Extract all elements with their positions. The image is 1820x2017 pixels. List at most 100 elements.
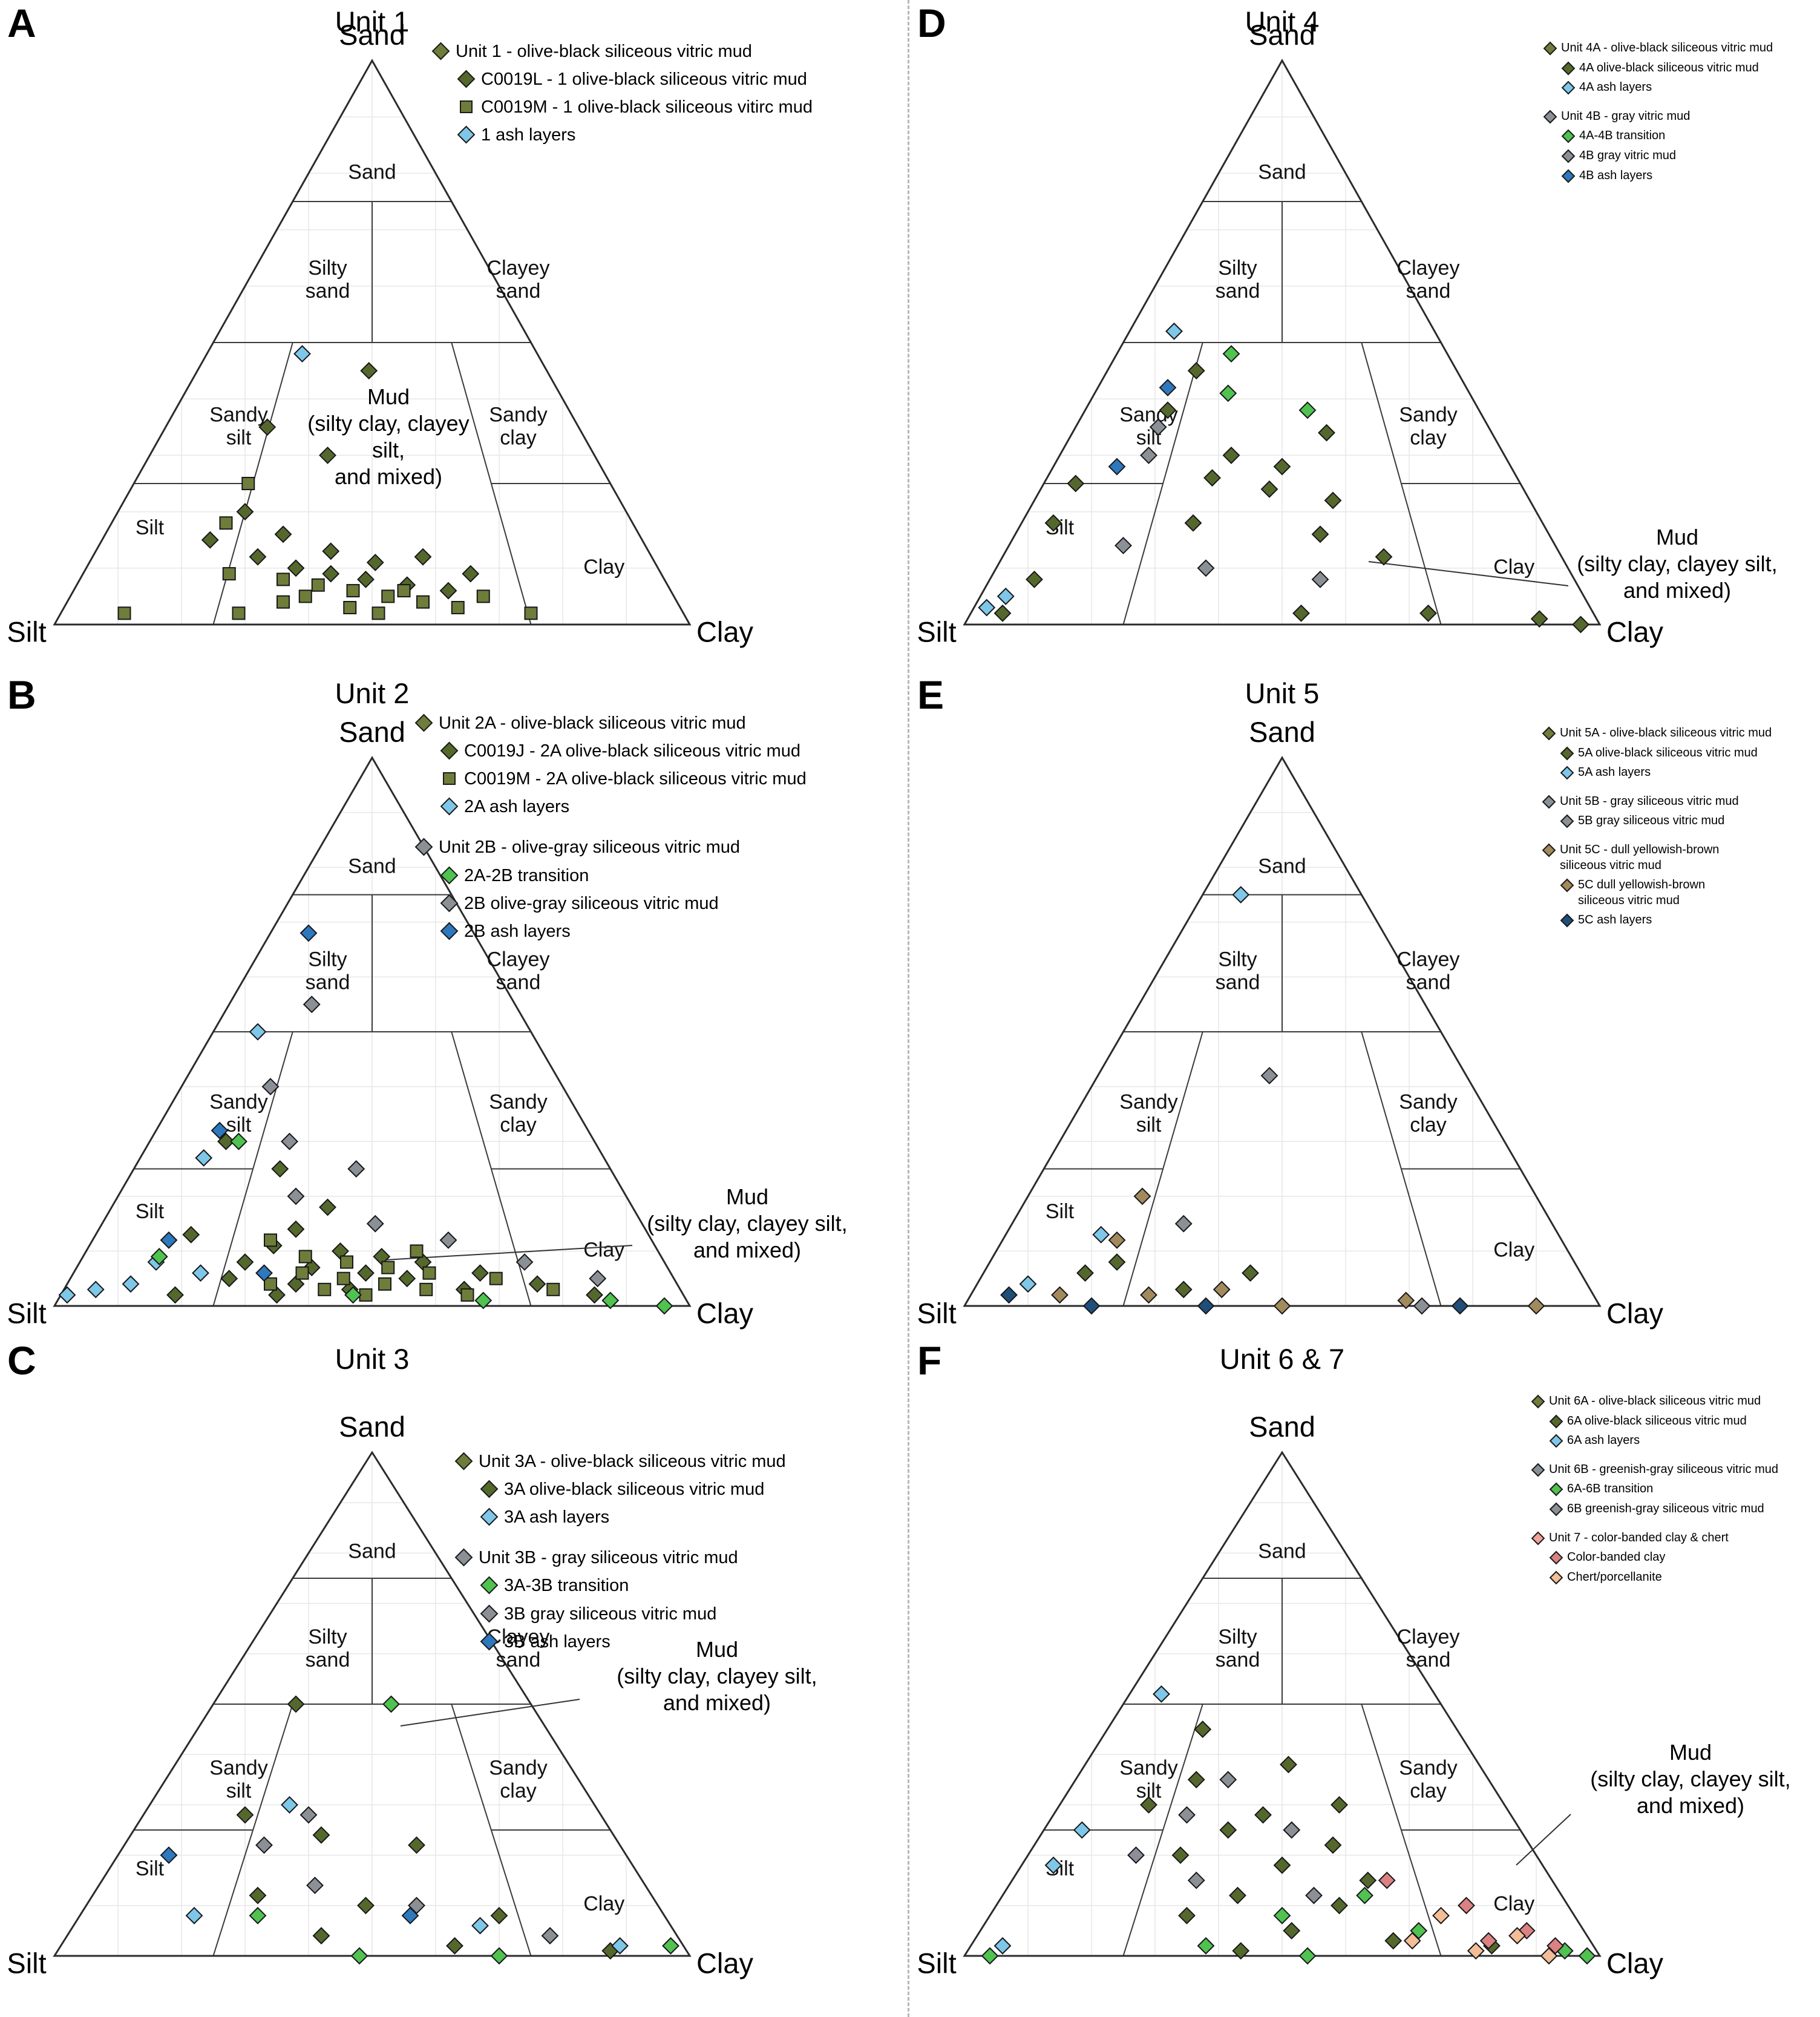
- data-point-diamond: [1273, 1856, 1291, 1874]
- field-label: Silty: [308, 948, 347, 971]
- data-point-diamond: [1298, 401, 1317, 419]
- data-point-diamond: [528, 1275, 546, 1293]
- legend-item: C0019L - 1 olive-black siliceous vitric …: [457, 68, 813, 91]
- field-label: clay: [500, 426, 536, 449]
- data-point-diamond: [1194, 1720, 1212, 1739]
- triangle-outline: [53, 58, 692, 626]
- legend-item: 6B greenish-gray siliceous vitric mud: [1549, 1501, 1778, 1517]
- panel-letter: B: [7, 672, 37, 717]
- legend-item: Unit 2A - olive-black siliceous vitric m…: [414, 712, 807, 735]
- field-label: Clayey: [1397, 948, 1460, 971]
- data-point-square: [277, 572, 290, 586]
- legend-item: 2B olive-gray siliceous vitric mud: [440, 893, 807, 915]
- data-point-square: [476, 589, 490, 603]
- data-point-diamond: [1073, 1821, 1091, 1839]
- data-point-square: [410, 1244, 424, 1258]
- data-point-diamond: [408, 1836, 425, 1854]
- field-label: sand: [1406, 280, 1451, 303]
- field-label: Sand: [1258, 854, 1306, 877]
- data-point-diamond: [1356, 1886, 1373, 1904]
- data-point-diamond: [1140, 446, 1157, 464]
- field-label: Sand: [1258, 1540, 1306, 1563]
- data-point-diamond: [1273, 1297, 1291, 1315]
- field-label: sand: [306, 971, 350, 994]
- data-point-diamond: [236, 1253, 254, 1271]
- data-point-diamond: [1375, 548, 1393, 566]
- panel-letter: D: [917, 1, 947, 45]
- field-label: Clayey: [1397, 257, 1460, 280]
- data-point-diamond: [1222, 446, 1240, 464]
- data-point-diamond: [1159, 379, 1177, 396]
- data-point-diamond: [997, 587, 1015, 605]
- mud-field-label: and mixed): [1637, 1793, 1744, 1818]
- field-label: Clayey: [1397, 1625, 1460, 1648]
- legend-label: Unit 3B - gray siliceous vitric mud: [479, 1548, 738, 1568]
- data-point-diamond: [357, 571, 375, 588]
- legend-marker-diamond-icon: [1560, 746, 1574, 760]
- field-label: silt: [1136, 1113, 1162, 1136]
- triangle-outline: [53, 756, 692, 1307]
- legend-marker-diamond-icon: [457, 125, 476, 144]
- data-point-diamond: [1479, 1932, 1498, 1950]
- data-point-diamond: [1260, 1067, 1278, 1084]
- field-label: Sand: [348, 1540, 396, 1563]
- field-label: Sandy: [209, 1756, 267, 1779]
- data-point-diamond: [1067, 474, 1085, 493]
- data-point-diamond: [160, 1231, 178, 1249]
- field-label: sand: [496, 280, 541, 303]
- legend-marker-diamond-icon: [480, 1507, 499, 1526]
- panel-letter: E: [917, 672, 945, 717]
- data-point-diamond: [249, 1023, 267, 1041]
- data-point-diamond: [1197, 1937, 1215, 1955]
- data-point-diamond: [1419, 604, 1437, 622]
- axis-label-silt: Silt: [7, 615, 46, 648]
- legend-item: Unit 5A - olive-black siliceous vitric m…: [1542, 726, 1772, 741]
- data-point-diamond: [249, 548, 267, 566]
- field-label: Silty: [1218, 948, 1257, 971]
- data-point-diamond: [1197, 559, 1215, 577]
- field-label: sand: [1406, 971, 1451, 994]
- mud-field-label: silt,: [372, 438, 405, 462]
- data-series: [261, 995, 607, 1288]
- data-point-diamond: [1171, 1846, 1190, 1864]
- data-point-diamond: [1187, 1871, 1205, 1889]
- legend-label: 3B ash layers: [504, 1632, 610, 1651]
- legend-item: 4B ash layers: [1561, 168, 1773, 184]
- mud-label-leader-line: [400, 1699, 580, 1727]
- axis-label-clay: Clay: [1606, 615, 1664, 648]
- field-label: Sandy: [489, 1756, 547, 1779]
- legend-item: 4B gray vitric mud: [1561, 148, 1773, 164]
- data-point-diamond: [601, 1291, 620, 1310]
- legend-item: 5A ash layers: [1560, 765, 1772, 781]
- legend-item: 1 ash layers: [457, 124, 813, 146]
- data-point-diamond: [981, 1947, 999, 1965]
- data-point-square: [264, 1233, 277, 1247]
- data-point-diamond: [1108, 1253, 1126, 1271]
- legend-item: 3B gray siliceous vitric mud: [480, 1603, 786, 1625]
- legend-label: C0019M - 2A olive-black siliceous vitric…: [464, 769, 807, 789]
- field-label: sand: [1406, 1648, 1451, 1671]
- data-point-diamond: [268, 1286, 286, 1304]
- legend-label: 5A ash layers: [1578, 766, 1651, 779]
- legend-label: 2B ash layers: [464, 921, 571, 941]
- data-point-square: [422, 1266, 436, 1280]
- legend-marker-diamond-icon: [431, 42, 450, 61]
- data-point-diamond: [1219, 1821, 1237, 1839]
- data-point-diamond: [655, 1297, 673, 1315]
- panel-title: Unit 1: [335, 5, 410, 38]
- data-point-diamond: [281, 1796, 298, 1814]
- legend-label: 5C ash layers: [1578, 913, 1652, 927]
- data-series: [978, 322, 1183, 617]
- field-label: Sand: [348, 161, 396, 184]
- mud-field-label: and mixed): [693, 1238, 801, 1262]
- legend-unit-2: Unit 2A - olive-black siliceous vitric m…: [414, 707, 807, 943]
- field-label: Clay: [583, 1238, 624, 1261]
- data-point-diamond: [1292, 604, 1310, 622]
- panel-title: Unit 3: [335, 1343, 410, 1375]
- legend-unit-3: Unit 3A - olive-black siliceous vitric m…: [454, 1445, 786, 1653]
- legend-unit-5: Unit 5A - olive-black siliceous vitric m…: [1542, 721, 1772, 928]
- data-point-diamond: [1508, 1927, 1526, 1945]
- field-label: silt: [226, 1113, 252, 1136]
- legend-item: Unit 1 - olive-black siliceous vitric mu…: [431, 41, 813, 63]
